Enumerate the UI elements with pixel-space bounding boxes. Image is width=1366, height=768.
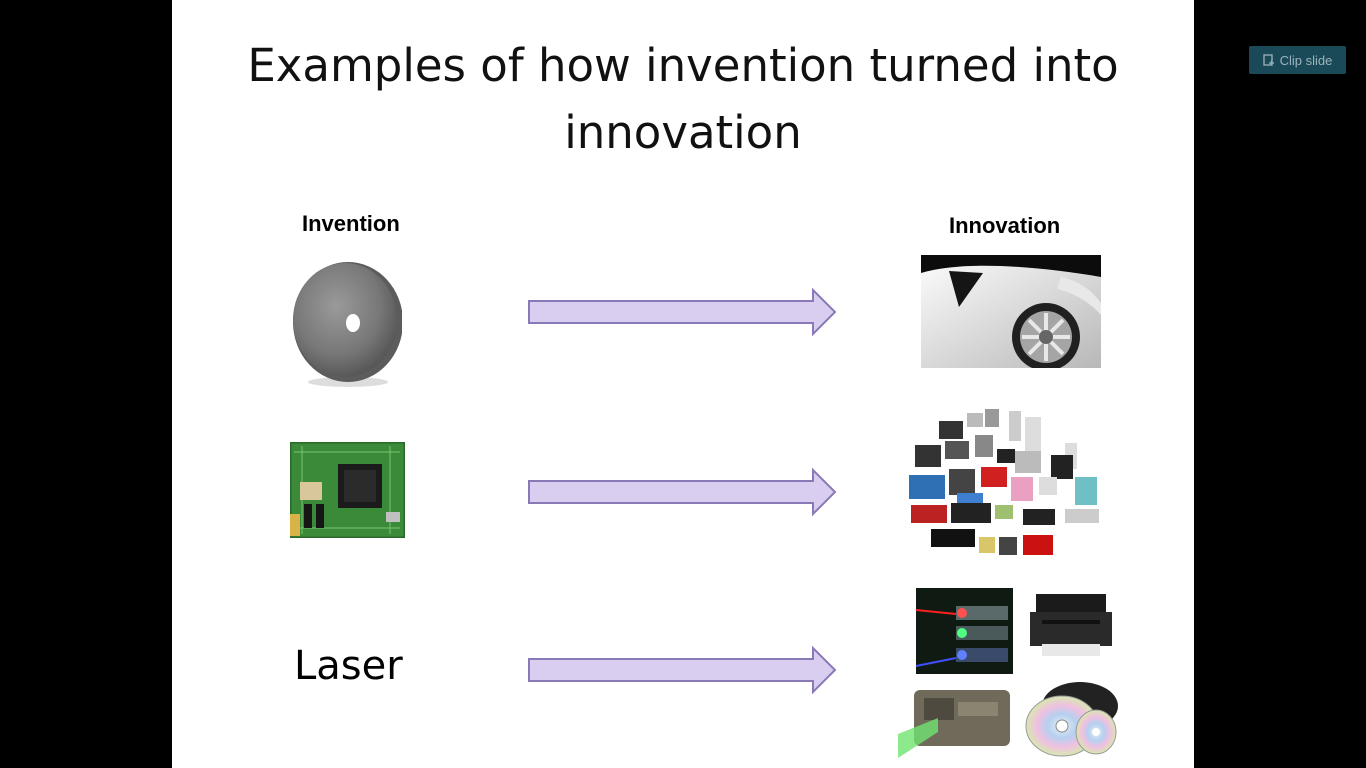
clip-icon: [1262, 53, 1274, 66]
clip-slide-label: Clip slide: [1279, 52, 1333, 68]
title-line-1: Examples of how invention turned into: [247, 39, 1119, 92]
printer-image: [1030, 594, 1112, 656]
laser-pointers-image: [916, 588, 1013, 674]
optical-discs-image: [1025, 682, 1118, 757]
laser-scope-image: [898, 682, 1020, 760]
slide-title: Examples of how invention turned into in…: [172, 32, 1194, 166]
title-line-2: innovation: [564, 106, 802, 159]
invention-heading: Invention: [302, 211, 400, 236]
slide: Examples of how invention turned into in…: [172, 0, 1194, 768]
arrow-row-2: [528, 467, 837, 517]
arrow-row-3: [528, 645, 837, 695]
circuit-board-image: [290, 442, 405, 538]
laser-label: Laser: [294, 643, 403, 689]
stone-wheel-image: [293, 262, 402, 387]
electronic-gadgets-image: [909, 409, 1099, 555]
clip-slide-button[interactable]: Clip slide: [1249, 46, 1346, 74]
arrow-row-1: [528, 287, 837, 337]
innovation-heading: Innovation: [949, 213, 1061, 238]
sports-car-image: [921, 255, 1101, 368]
